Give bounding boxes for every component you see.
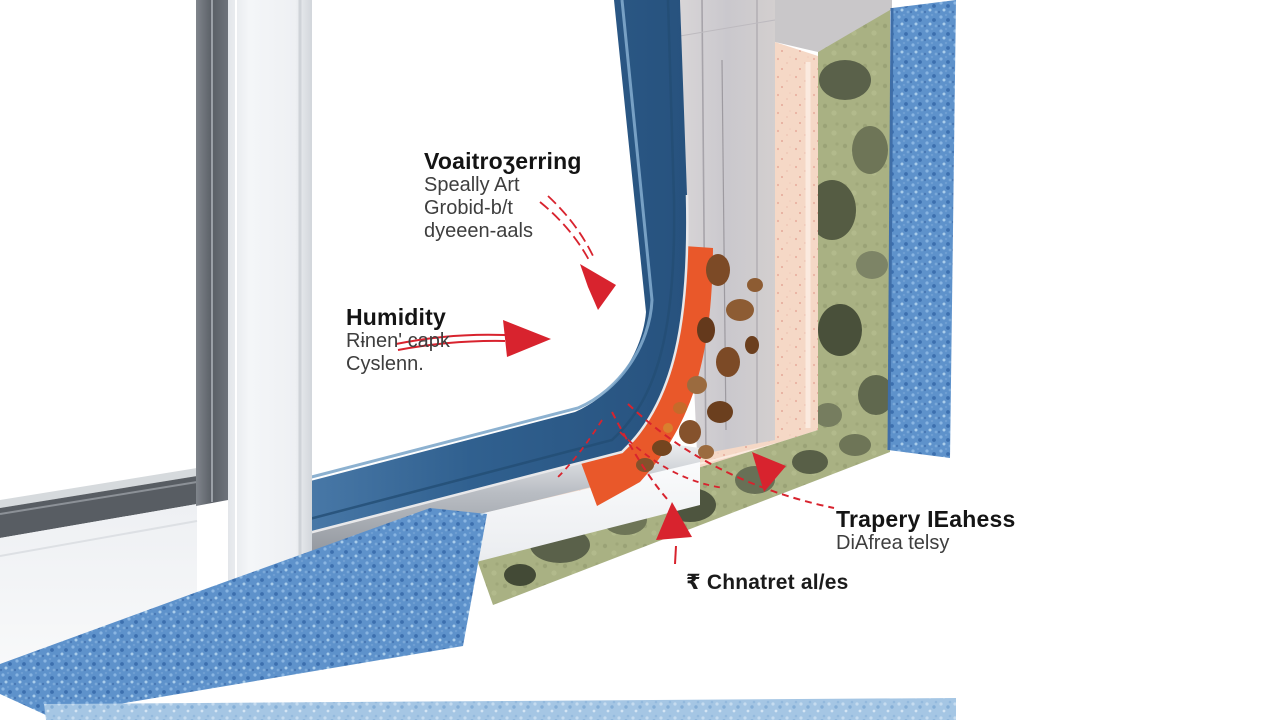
leader-bottom-annotation — [611, 411, 692, 565]
annotation-top-line1: Speally Art — [424, 174, 520, 196]
leader-right-annotation — [627, 403, 835, 509]
annotation-top-title: Voaitroʒerring — [424, 148, 582, 174]
insulation-layer-blue — [887, 0, 956, 458]
annotation-left: Humidity Rɨnen' capk Cyslenn. — [346, 304, 450, 376]
insulation-under-sill — [0, 508, 487, 716]
window-glazing-strip — [0, 468, 198, 538]
annotation-right-title: Trapery IEahess — [836, 506, 1016, 532]
window-mullion — [196, 0, 312, 600]
annotation-top: Voaitroʒerring Speally Art Grobid-b/t dy… — [424, 148, 582, 243]
annotation-top-line3: dyeeen-aals — [424, 220, 533, 242]
insulation-bottom-strip — [44, 698, 956, 720]
annotation-top-line2: Grobid-b/t — [424, 197, 513, 219]
annotation-left-line2: Cyslenn. — [346, 353, 424, 375]
annotation-bottom: ₹ Chnatret al/es — [686, 570, 849, 595]
wall-top-edge — [775, 0, 892, 52]
frame-band-blue — [295, 0, 689, 538]
arrow-down-right-icon — [539, 195, 616, 310]
annotation-right: Trapery IEahess DiAfrea telsy — [836, 506, 1015, 555]
leader-arc-left — [557, 419, 603, 478]
annotation-bottom-text: ₹ Chnatret al/es — [686, 571, 849, 594]
annotation-left-title: Humidity — [346, 304, 446, 330]
window-rail — [0, 504, 197, 668]
annotation-left-line1: Rɨnen' capk — [346, 330, 450, 352]
annotation-right-line1: DiAfrea telsy — [836, 532, 950, 554]
mold-spots — [636, 254, 763, 472]
leader-arc-right — [619, 431, 725, 489]
annotation-arrows — [395, 195, 835, 565]
arrow-right-icon — [395, 320, 551, 357]
